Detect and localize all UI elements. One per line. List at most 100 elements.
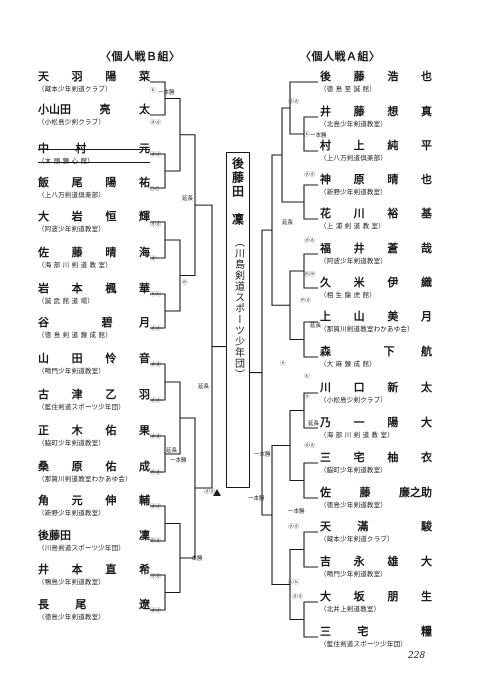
player-name: 中村元 <box>38 142 150 156</box>
player-name-part: 本 <box>71 282 83 295</box>
player-name-part: 井 <box>320 105 331 118</box>
player-name-part: 陽 <box>105 70 117 83</box>
right-round3-line <box>271 154 290 306</box>
player-name-part: 輝 <box>138 210 150 223</box>
player-name: 山田怜音 <box>38 352 150 366</box>
player-name-part: 菜 <box>138 70 150 83</box>
player-name: 三宅柚衣 <box>320 451 432 465</box>
player-name-part: 天 <box>38 70 49 83</box>
player-name-part: 津 <box>71 388 83 401</box>
player-club: （北島少年剣道教室） <box>320 120 387 128</box>
left-round3-line <box>180 417 196 559</box>
player-name-part: 也 <box>420 70 432 83</box>
left-round1-line <box>150 153 166 189</box>
player-club: （鴨島少年剣道教室） <box>38 578 105 586</box>
player-name-part: 駿 <box>420 520 432 533</box>
player-club: （徳島少年剣道教室） <box>320 501 387 509</box>
player-name-part: 一 <box>353 416 365 429</box>
player-name-part: 哉 <box>420 242 432 255</box>
note-encho: 延長 <box>308 419 320 427</box>
player-name-part: 美 <box>387 310 399 323</box>
player-name: 正木佑果 <box>38 424 150 438</box>
player-name-part: 井 <box>38 563 49 576</box>
note-dd: ⓓⓓ <box>304 441 316 449</box>
player-club: （脇町少年剣道教室） <box>320 466 387 474</box>
player-club: （那賀川剣道教室わかあゆ会） <box>320 325 414 333</box>
player-name: 小山田亮太 <box>38 103 150 117</box>
player-name-part: 晴 <box>105 246 117 259</box>
group-b-title: 〈個人戦Ｂ組〉 <box>100 50 181 63</box>
player-club: （鳴門少年剣道教室） <box>38 367 105 375</box>
player-name-part: 原 <box>353 173 365 186</box>
player-name-part: 裕 <box>387 207 399 220</box>
player-name-part: 基 <box>420 207 432 220</box>
player-club: （鳴門少年剣道教室） <box>320 570 387 578</box>
right-round1-line <box>303 253 318 289</box>
player-name-part: 尾 <box>75 598 87 611</box>
right-round3-line <box>271 444 290 586</box>
player-club: （阿波少年剣道教室） <box>320 257 387 265</box>
note-mm: ⓜⓜ <box>304 270 316 278</box>
note-encho: 延長 <box>182 194 194 202</box>
player-name-part: 雄 <box>387 555 399 568</box>
left-round1-line <box>150 435 166 473</box>
right-player-9: 森下航（大 麻 錬 成 館） <box>320 345 432 373</box>
note-ippon: 一本勝 <box>170 456 187 464</box>
player-name-part: 新 <box>387 381 399 394</box>
player-name-part: 天 <box>320 520 331 533</box>
left-player-12: 桑原佑成（那賀川剣道教室わかあゆ会） <box>38 460 150 488</box>
player-name-part: 角 <box>38 494 49 507</box>
player-name-part: 音 <box>138 352 150 365</box>
player-club: （小松島少剣クラブ） <box>320 396 387 404</box>
player-name-part: 佐 <box>320 486 331 499</box>
player-name-part: 羽 <box>138 388 150 401</box>
player-name: 福井蒼哉 <box>320 242 432 256</box>
player-name-part: 佑 <box>105 424 117 437</box>
left-round1-line <box>150 363 166 401</box>
player-club: （脇町少年剣道教室） <box>38 439 105 447</box>
player-name-part: 宅 <box>357 625 369 638</box>
player-name-part: 柚 <box>387 451 399 464</box>
player-name-part: 真 <box>420 105 432 118</box>
player-name: 角元伸輔 <box>38 494 150 508</box>
note-dd: ⓓⓓ <box>288 522 300 530</box>
player-name-part: 浩 <box>387 70 399 83</box>
player-name-part: 口 <box>353 381 365 394</box>
player-name-part: 岩 <box>38 282 49 295</box>
player-name-part: 後 <box>320 70 331 83</box>
player-name-part: 吉 <box>320 555 331 568</box>
player-name-part: 後藤田 <box>38 529 71 542</box>
player-name-part: 凜 <box>139 529 150 542</box>
note-dd: ⓓⓓ <box>204 487 216 495</box>
player-name-part: 亮 <box>99 103 111 116</box>
player-club: （蔵本少年剣道クラブ） <box>38 85 112 93</box>
note-dd: ⓓⓓ <box>288 97 300 105</box>
note-dd: ⓓⓓ <box>150 606 162 614</box>
player-name-part: 希 <box>138 563 150 576</box>
player-name-part: 藤 <box>353 70 365 83</box>
player-name-part: 陽 <box>105 176 117 189</box>
player-name-part: 井 <box>353 242 365 255</box>
player-name-part: 祐 <box>138 176 150 189</box>
note-ippon: 一本勝 <box>288 507 305 515</box>
player-name: 谷碧月 <box>38 316 150 330</box>
player-name-part: 花 <box>320 207 331 220</box>
player-name: 長尾遼 <box>38 598 150 612</box>
right-player-13: 佐藤廉之助（徳島少年剣道教室） <box>320 486 432 514</box>
player-name-part: 大 <box>420 416 432 429</box>
left-round1-line <box>150 505 166 542</box>
player-name-part: 神 <box>320 173 331 186</box>
player-name-part: 伸 <box>105 494 117 507</box>
player-name-part: 福 <box>320 242 331 255</box>
player-name-part: 直 <box>105 563 117 576</box>
player-name-part: 也 <box>420 173 432 186</box>
note-kk: ⓚⓚ <box>150 290 162 298</box>
right-round1-line <box>303 601 318 638</box>
player-name-part: 佑 <box>105 460 117 473</box>
player-club: （誠 武 館 道 場） <box>38 297 94 305</box>
player-club: （徳島少年剣道教室） <box>38 613 105 621</box>
player-club: （北井上剣道教室） <box>320 605 381 613</box>
right-round1-line <box>303 462 318 499</box>
left-player-11: 正木佑果（脇町少年剣道教室） <box>38 424 150 452</box>
player-name-part: 平 <box>420 139 432 152</box>
